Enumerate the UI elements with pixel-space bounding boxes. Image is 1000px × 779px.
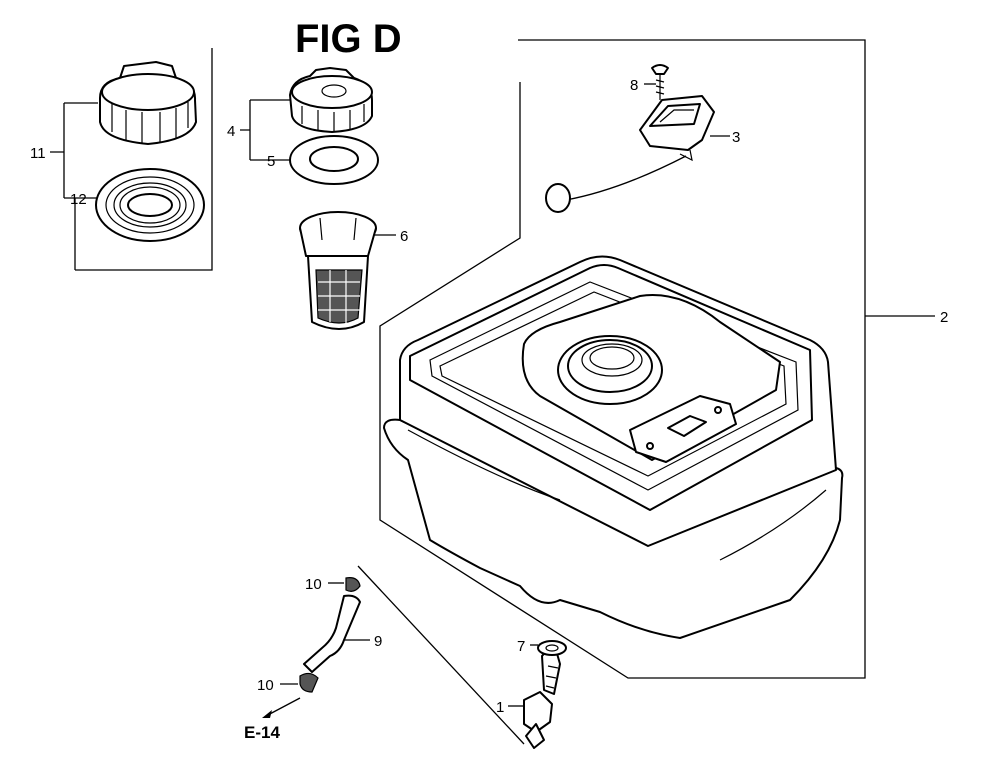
fuel-valve-1: 1: [496, 648, 561, 749]
fuel-strainer-6: 6: [299, 211, 408, 330]
callout-8: 8: [630, 77, 638, 94]
callout-6: 6: [400, 228, 408, 245]
bracket-11: [50, 102, 98, 199]
callout-10-upper: 10: [305, 576, 322, 593]
washer-7: 7: [517, 638, 567, 656]
reference-arrow-icon: [262, 710, 272, 718]
hose-clip-10-lower: 10: [257, 672, 319, 694]
callout-12: 12: [70, 191, 87, 208]
gasket-12: [95, 168, 205, 242]
cap-assembly-group: 11 12: [30, 48, 213, 271]
tank-assembly-frame: [379, 39, 866, 679]
fuel-gauge-3: 3: [545, 95, 740, 213]
hose-clip-10-upper: 10: [305, 576, 361, 593]
figure-title: FIG D: [295, 17, 402, 61]
callout-2: 2: [940, 309, 948, 326]
bracket-4: [240, 99, 290, 161]
fuel-cap-small: [289, 67, 373, 133]
callout-4: 4: [227, 123, 235, 140]
fuel-cap-large: [99, 61, 197, 145]
callout-5: 5: [267, 153, 275, 170]
group-frame-left: [75, 48, 213, 271]
cap-assembly-4: 4 5: [227, 67, 379, 185]
callout-1: 1: [496, 699, 504, 716]
callout-3: 3: [732, 129, 740, 146]
gauge-float-arm: [565, 155, 687, 201]
ring-5: [289, 135, 379, 185]
fuel-hose-9: 9: [303, 594, 382, 673]
callout-7: 7: [517, 638, 525, 655]
callout-9: 9: [374, 633, 382, 650]
fuel-tank-2: [383, 255, 844, 639]
callout-11: 11: [30, 145, 46, 162]
screw-8: 8: [630, 64, 669, 100]
reference-e14: E-14: [244, 723, 280, 742]
callout-10-lower: 10: [257, 677, 274, 694]
